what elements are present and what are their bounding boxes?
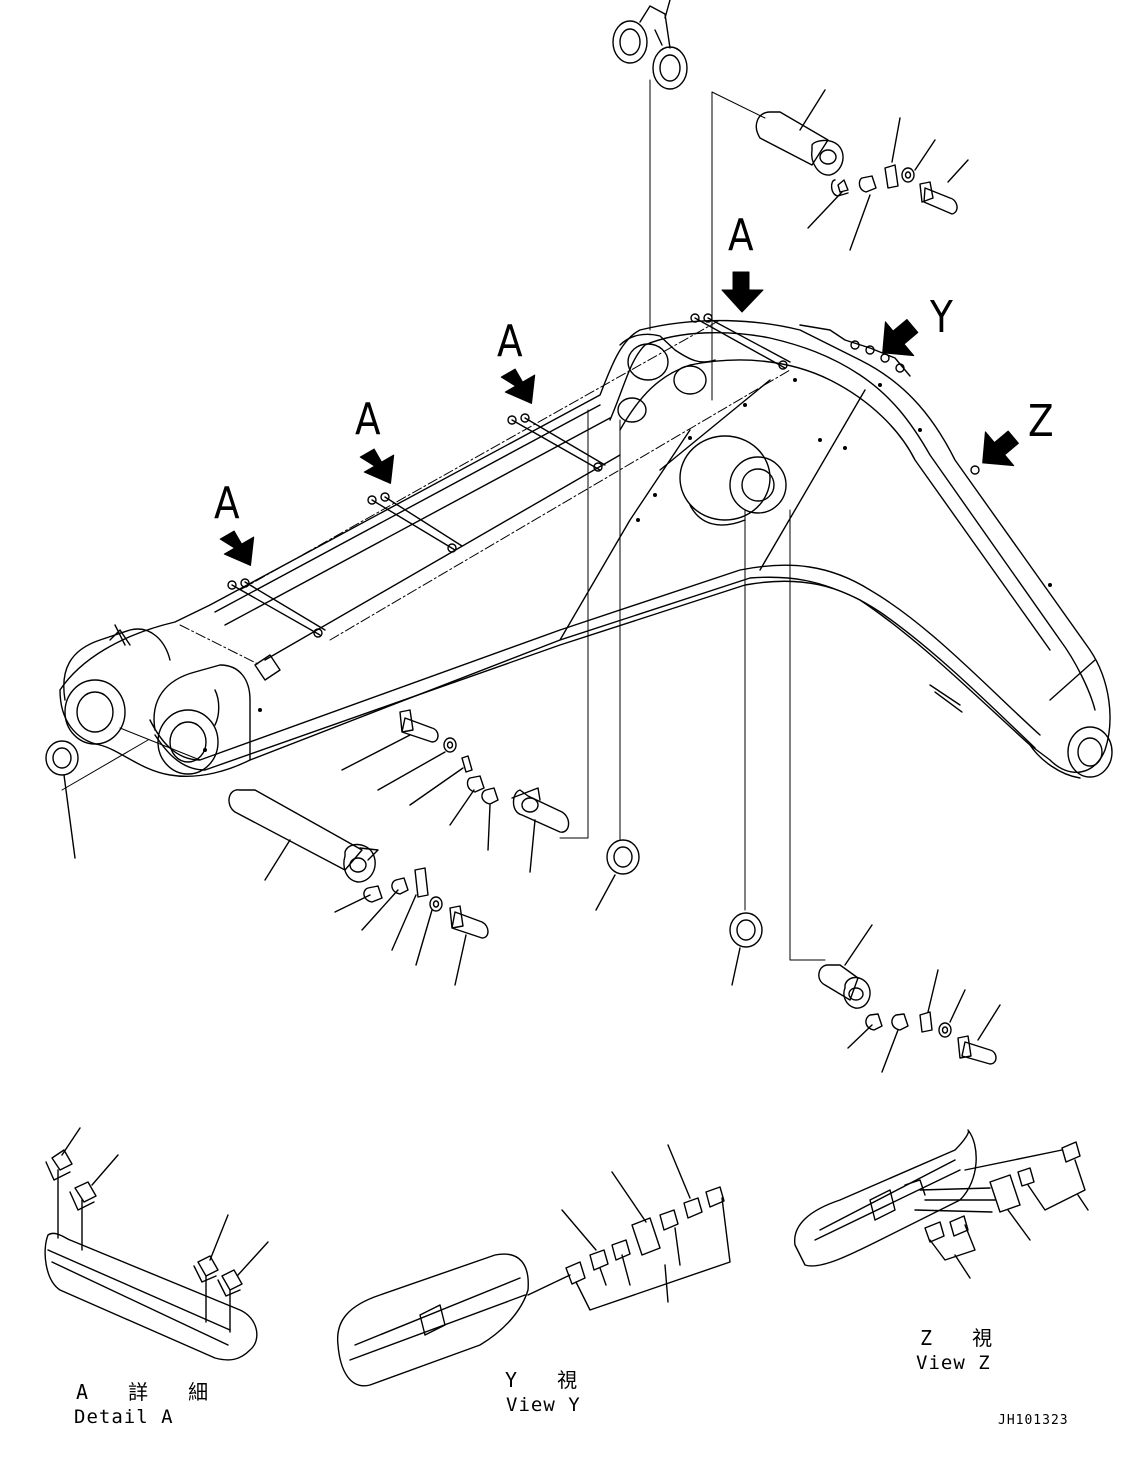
boom-outline — [59, 319, 1113, 779]
callout-a-2: A — [355, 394, 381, 445]
callout-arrows — [219, 271, 1019, 566]
centre-lines — [179, 319, 791, 666]
view-y-drawing — [336, 1144, 731, 1387]
detail-a-drawing — [44, 1127, 269, 1361]
callout-y: Y — [930, 292, 953, 343]
callout-a-1: A — [214, 478, 240, 529]
callout-z: Z — [1028, 396, 1054, 447]
arm-pin-assembly — [818, 924, 1001, 1073]
view-y-caption-jp: Y 視 — [505, 1368, 592, 1392]
explode-lines — [61, 79, 826, 961]
view-z-caption-jp: Z 視 — [920, 1326, 1007, 1350]
top-pin-assembly — [612, 0, 969, 251]
view-z-drawing — [794, 1129, 1089, 1279]
foot-pin-assembly — [45, 709, 763, 986]
detail-a-caption-en: Detail A — [74, 1406, 174, 1428]
view-z-caption-en: View Z — [916, 1352, 991, 1374]
callout-a-3: A — [497, 316, 523, 367]
boom-bolt-dots — [203, 378, 1052, 752]
drawing-code: JH101323 — [998, 1413, 1069, 1428]
detail-a-caption-jp: A 詳 細 — [76, 1380, 223, 1404]
view-y-caption-en: View Y — [506, 1394, 581, 1416]
callout-a-4: A — [728, 210, 754, 261]
